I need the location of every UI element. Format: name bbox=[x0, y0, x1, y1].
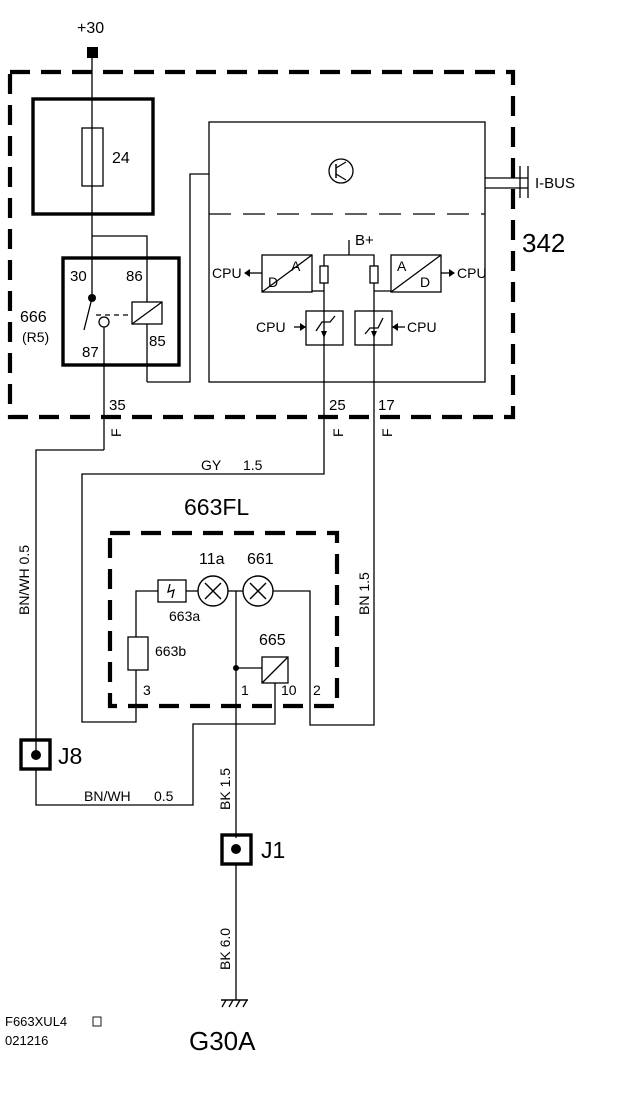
transistor-icon bbox=[328, 158, 354, 184]
relay-pin-87: 87 bbox=[82, 344, 99, 361]
svg-text:D: D bbox=[268, 274, 278, 290]
svg-text:A: A bbox=[291, 258, 301, 274]
wire-bk-60: BK 6.0 bbox=[217, 928, 233, 970]
relay-housing bbox=[61, 256, 181, 367]
driver-right bbox=[354, 310, 393, 346]
wire-bnwh-horizontal: BN/WH bbox=[84, 788, 131, 804]
wire-bnwh-horizontal-size: 0.5 bbox=[154, 788, 174, 804]
wire-bnwh-vertical: BN/WH 0.5 bbox=[16, 545, 32, 615]
relay-sub: (R5) bbox=[22, 329, 49, 345]
footer-box bbox=[92, 1016, 102, 1027]
footer-code: F663XUL4 bbox=[5, 1014, 67, 1029]
svg-text:665: 665 bbox=[259, 632, 286, 649]
driver-left bbox=[305, 310, 344, 346]
svg-text:2: 2 bbox=[313, 682, 321, 698]
pin-35: 35 bbox=[109, 397, 126, 414]
connector-j8 bbox=[19, 738, 52, 771]
svg-text:J8: J8 bbox=[58, 743, 82, 769]
relay-pin-86: 86 bbox=[126, 268, 143, 285]
f-label-35: F bbox=[108, 428, 124, 437]
svg-text:663a: 663a bbox=[169, 608, 200, 624]
supply-label: +30 bbox=[77, 20, 104, 37]
svg-text:10: 10 bbox=[281, 682, 297, 698]
bus-label: I-BUS bbox=[535, 175, 575, 192]
wire-gy: GY bbox=[201, 457, 222, 473]
svg-text:J1: J1 bbox=[261, 837, 285, 863]
wire-bk-15: BK 1.5 bbox=[217, 768, 233, 810]
cpu-label-2: CPU bbox=[457, 265, 487, 281]
fuse-housing bbox=[31, 97, 155, 216]
lamp-unit-outline bbox=[107, 530, 340, 709]
svg-text:1: 1 bbox=[241, 682, 249, 698]
pin-17: 17 bbox=[378, 397, 395, 414]
svg-text:3: 3 bbox=[143, 682, 151, 698]
svg-text:661: 661 bbox=[247, 551, 274, 568]
svg-text:11a: 11a bbox=[199, 551, 225, 568]
footer-date: 021216 bbox=[5, 1033, 48, 1048]
relay-pin-85: 85 bbox=[149, 333, 166, 350]
cpu-label-4: CPU bbox=[407, 319, 437, 335]
lamp-unit-name: 663FL bbox=[184, 494, 249, 520]
ground-label: G30A bbox=[189, 1026, 256, 1056]
part-663b bbox=[127, 636, 149, 671]
lamp-661-icon bbox=[242, 575, 274, 607]
supply-bplus: B+ bbox=[355, 232, 374, 249]
module-outline bbox=[7, 69, 516, 420]
module-number: 342 bbox=[522, 228, 565, 258]
relay-name: 666 bbox=[20, 309, 47, 326]
f-label-25: F bbox=[330, 428, 346, 437]
wire-bn: BN 1.5 bbox=[356, 572, 372, 615]
cpu-label-1: CPU bbox=[212, 265, 242, 281]
svg-text:A: A bbox=[397, 258, 407, 274]
f-label-17: F bbox=[379, 428, 395, 437]
fuse-number: 24 bbox=[112, 150, 130, 167]
supply-terminal bbox=[87, 47, 98, 58]
pin-25: 25 bbox=[329, 397, 346, 414]
relay-contact-87 bbox=[98, 316, 110, 328]
relay-pin-30: 30 bbox=[70, 268, 87, 285]
svg-text:D: D bbox=[420, 274, 430, 290]
ground-icon bbox=[221, 999, 248, 1008]
fuse-element bbox=[81, 127, 104, 187]
lamp-11a-icon bbox=[197, 575, 229, 607]
wire-gy-size: 1.5 bbox=[243, 457, 263, 473]
cpu-label-3: CPU bbox=[256, 319, 286, 335]
control-unit bbox=[208, 121, 486, 383]
svg-text:663b: 663b bbox=[155, 643, 186, 659]
